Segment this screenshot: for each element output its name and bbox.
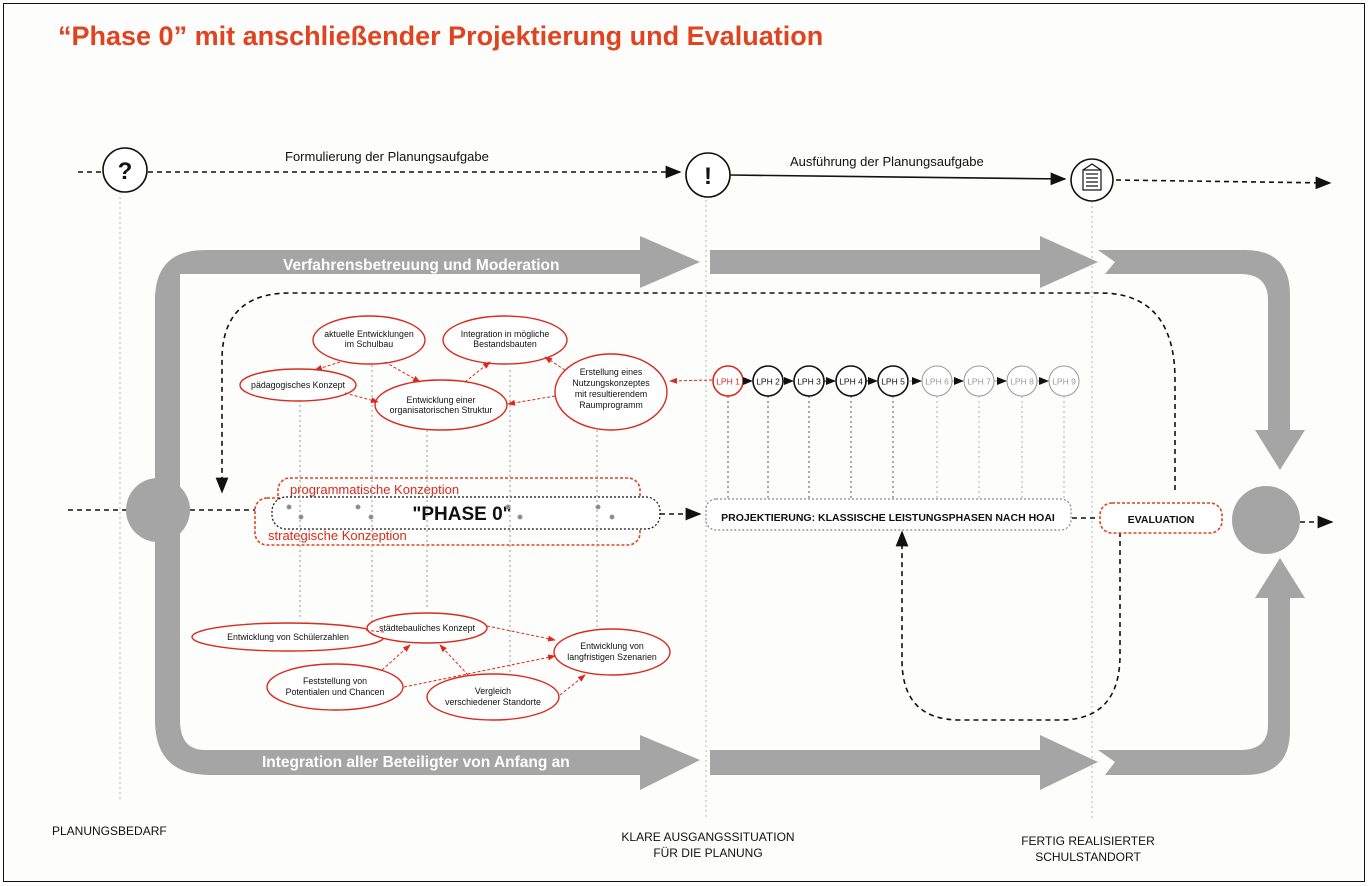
ausfuehrung-label: Ausführung der Planungsaufgabe: [790, 154, 984, 169]
node-struktur-1: Entwicklung einer: [407, 395, 476, 405]
evaluation-box: [1099, 502, 1223, 534]
exclamation-mark: !: [704, 163, 712, 190]
lph-label: LPH 4: [839, 377, 863, 387]
node-szenarien-2: langfristigen Szenarien: [567, 652, 657, 662]
node-nutzung-3: mit resultierendem: [575, 389, 647, 399]
node-potentiale-1: Feststellung von: [303, 676, 367, 686]
node-standorte-1: Vergleich: [475, 686, 511, 696]
lph-label: LPH 2: [756, 377, 780, 387]
node-szenarien-1: Entwicklung von: [580, 641, 644, 651]
node-nutzung-1: Erstellung eines: [580, 367, 643, 377]
node-integration-2: Bestandsbauten: [473, 339, 537, 349]
node-potentiale-2: Potentialen und Chancen: [286, 687, 385, 697]
lph-label: LPH 5: [881, 377, 905, 387]
bottom-node-links: [363, 625, 586, 696]
label-fertig-1: FERTIG REALISIERTER: [1021, 834, 1155, 848]
node-struktur-2: organisatorischen Struktur: [390, 405, 493, 415]
label-klare-1: KLARE AUSGANGSSITUATION: [621, 830, 794, 844]
top-node-links: [314, 356, 713, 406]
lph-label: LPH 6: [925, 377, 949, 387]
lph-sequence: LPH 1 LPH 2 LPH 3 LPH 4 LPH 5 LPH 6 LPH 7 LPH 8…: [712, 365, 1080, 506]
lph-label: LPH 3: [797, 377, 821, 387]
node-integration-1: Integration in mögliche: [461, 329, 550, 339]
phase0-box: [271, 496, 661, 530]
band-top-label: Verfahrensbetreuung und Moderation: [283, 257, 559, 274]
top-concept-nodes: [239, 315, 668, 431]
lph-label: LPH 1: [716, 377, 740, 387]
node-paedagogisch: pädagogisches Konzept: [251, 380, 345, 390]
projektierung-box: [705, 498, 1072, 531]
node-aktuelle-2: im Schulbau: [345, 339, 394, 349]
phase0-label: "PHASE 0": [412, 504, 511, 525]
node-standorte-2: verschiedener Standorte: [445, 697, 541, 707]
exclamation-icon: [685, 152, 731, 198]
lph-label: LPH 9: [1052, 377, 1076, 387]
projektierung-label: PROJEKTIERUNG: KLASSISCHE LEISTUNGSPHASE…: [721, 512, 1055, 524]
page-title: “Phase 0” mit anschließender Projektieru…: [58, 21, 823, 51]
bottom-concept-nodes: [191, 612, 671, 721]
gray-band: [126, 236, 1305, 790]
question-mark: ?: [118, 158, 133, 185]
node-nutzung-2: Nutzungskonzeptes: [572, 378, 650, 388]
strategic-label: strategische Konzeption: [268, 528, 407, 543]
node-schueler: Entwicklung von Schülerzahlen: [227, 632, 349, 642]
node-nutzung-4: Raumprogramm: [579, 400, 643, 410]
evaluation-label: EVALUATION: [1128, 514, 1195, 526]
diagram-frame: [3, 3, 1365, 882]
feedback-loops: [215, 292, 1176, 721]
label-planungsbedarf: PLANUNGSBEDARF: [52, 824, 167, 838]
lph-label: LPH 7: [967, 377, 991, 387]
top-timeline: ? ! Formulierung der Planungsaufgabe Aus…: [78, 147, 1332, 202]
node-staedtebau: städtebauliches Konzept: [379, 623, 475, 633]
band-bottom-label: Integration aller Beteiligter von Anfang…: [262, 754, 570, 771]
phase0-connectors: [286, 365, 615, 675]
main-flow-line: [68, 507, 1334, 529]
question-icon: [102, 147, 148, 193]
formulierung-label: Formulierung der Planungsaufgabe: [285, 149, 489, 164]
node-aktuelle-1: aktuelle Entwicklungen: [324, 329, 414, 339]
label-klare-2: FÜR DIE PLANUNG: [653, 846, 762, 860]
programmatic-label: programmatische Konzeption: [290, 482, 459, 497]
school-building-icon: [1082, 163, 1102, 191]
lph-circle: [1048, 365, 1080, 397]
lph-label: LPH 8: [1010, 377, 1034, 387]
label-fertig-2: SCHULSTANDORT: [1035, 850, 1141, 864]
vertical-guides: [119, 192, 1093, 820]
